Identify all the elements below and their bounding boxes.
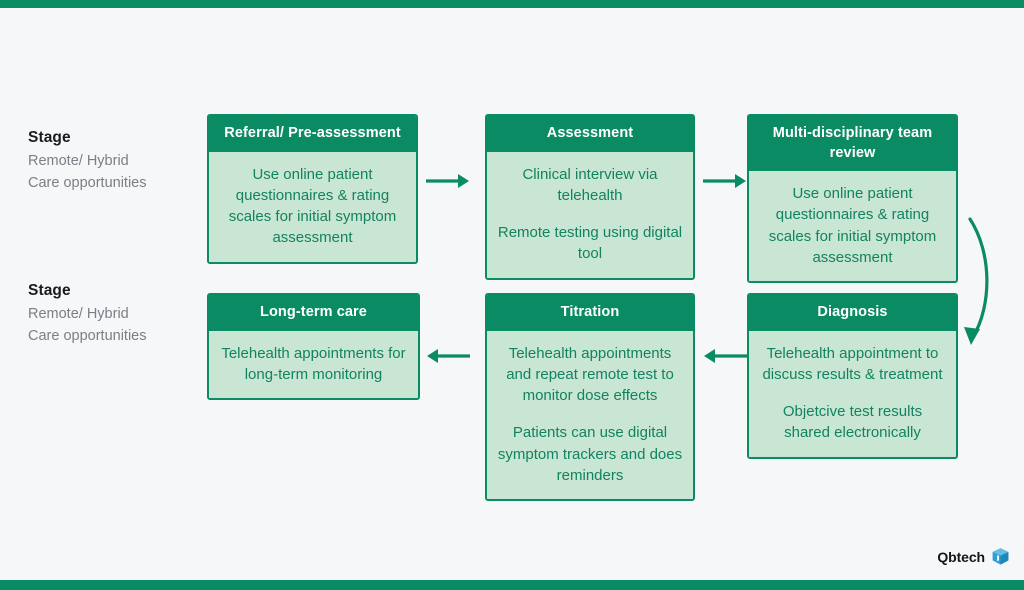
brand-lockup: Qbtech — [937, 547, 1010, 566]
diagram-canvas: Stage Remote/ Hybrid Care opportunities … — [0, 8, 1024, 580]
stage-legend-line2: Care opportunities — [28, 175, 147, 192]
arrow-right-icon — [426, 174, 469, 188]
stage-legend-line1: Remote/ Hybrid — [28, 153, 129, 170]
flow-node-assessment[interactable]: Assessment Clinical interview via telehe… — [485, 114, 695, 280]
flow-node-title: Titration — [487, 295, 693, 331]
flow-node-mdt-review[interactable]: Multi-disciplinary team review Use onlin… — [747, 114, 958, 284]
flow-node-body: Clinical interview via telehealth Remote… — [487, 151, 693, 278]
flow-node-title: Referral/ Pre-assessment — [209, 116, 416, 152]
flow-node-titration[interactable]: Titration Telehealth appointments and re… — [485, 293, 695, 502]
flow-node-paragraph: Use online patient questionnaires & rati… — [228, 165, 397, 247]
stage-legend-bottom: Stage Remote/ Hybrid Care opportunities — [28, 279, 206, 348]
flow-node-title: Diagnosis — [749, 295, 956, 331]
flow-node-title: Multi-disciplinary team review — [749, 116, 956, 172]
stage-legend-line1: Remote/ Hybrid — [28, 306, 129, 323]
flow-node-long-term-care[interactable]: Long-term care Telehealth appointments f… — [207, 293, 420, 401]
arrow-left-icon — [704, 349, 747, 363]
top-accent-rule — [0, 0, 1024, 8]
flow-node-diagnosis[interactable]: Diagnosis Telehealth appointment to disc… — [747, 293, 958, 459]
arrow-left-icon — [427, 349, 470, 363]
flow-node-body: Telehealth appointments and repeat remot… — [487, 330, 693, 500]
flow-node-body: Use online patient questionnaires & rati… — [749, 171, 956, 282]
stage-legend-title: Stage — [28, 129, 71, 146]
flow-node-paragraph: Patients can use digital symptom tracker… — [497, 424, 683, 485]
curved-arrow-down-icon — [964, 217, 989, 345]
flow-node-paragraph: Use online patient questionnaires & rati… — [768, 185, 937, 267]
flow-node-paragraph: Remote testing using digital tool — [497, 224, 683, 263]
flow-node-title: Assessment — [487, 116, 693, 152]
flow-node-body: Use online patient questionnaires & rati… — [209, 151, 416, 262]
flow-node-paragraph: Telehealth appointments and repeat remot… — [506, 344, 674, 405]
flow-node-paragraph: Objetcive test results shared electronic… — [782, 403, 923, 442]
bottom-accent-rule — [0, 580, 1024, 590]
flow-node-body: Telehealth appointments for long-term mo… — [209, 330, 418, 399]
flow-node-paragraph: Telehealth appointment to discuss result… — [762, 344, 943, 383]
arrow-right-icon — [703, 174, 746, 188]
cube-icon — [992, 548, 1009, 565]
stage-legend-title: Stage — [28, 282, 71, 299]
flow-node-paragraph: Telehealth appointments for long-term mo… — [221, 344, 406, 383]
flow-node-body: Telehealth appointment to discuss result… — [749, 330, 956, 457]
stage-legend-top: Stage Remote/ Hybrid Care opportunities — [28, 126, 206, 195]
flow-node-paragraph: Clinical interview via telehealth — [522, 165, 658, 204]
flow-node-title: Long-term care — [209, 295, 418, 331]
stage-legend-line2: Care opportunities — [28, 328, 147, 345]
brand-name: Qbtech — [937, 548, 985, 565]
flow-node-referral[interactable]: Referral/ Pre-assessment Use online pati… — [207, 114, 418, 264]
